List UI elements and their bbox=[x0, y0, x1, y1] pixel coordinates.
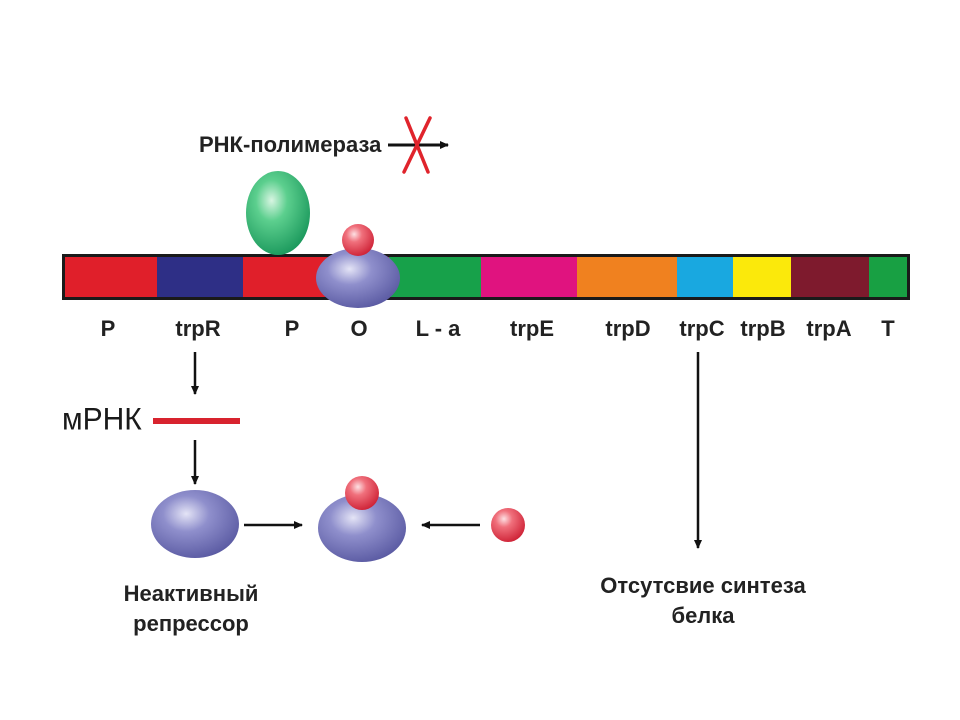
segment-trpB bbox=[733, 257, 791, 297]
segment-promoter-2 bbox=[243, 257, 319, 297]
segment-trpA bbox=[791, 257, 869, 297]
no-protein-label-line2: белка bbox=[671, 603, 735, 628]
gene-label-trpD: trpD bbox=[605, 316, 651, 341]
gene-label-trpR: trpR bbox=[175, 316, 221, 341]
no-protein-label-line1: Отсутсвие синтеза bbox=[600, 573, 806, 598]
segment-trpC bbox=[677, 257, 733, 297]
segment-trpD bbox=[577, 257, 677, 297]
segment-trpE bbox=[481, 257, 577, 297]
segment-terminator bbox=[869, 257, 907, 297]
bound-repressor-shape bbox=[316, 248, 400, 308]
rna-polymerase-label: РНК-полимераза bbox=[199, 132, 382, 157]
block-cross-icon bbox=[402, 116, 432, 174]
free-tryptophan-shape bbox=[491, 508, 525, 542]
mrna-label: мРНК bbox=[62, 402, 142, 437]
gene-label-leader: L - a bbox=[415, 316, 461, 341]
inactive-repressor-shape bbox=[151, 490, 239, 558]
segment-trpR bbox=[157, 257, 243, 297]
rna-polymerase-shape bbox=[246, 171, 310, 255]
inactive-repressor-label-line1: Неактивный bbox=[123, 581, 259, 606]
bound-tryptophan-shape bbox=[342, 224, 374, 256]
gene-label-promoter-1: P bbox=[100, 316, 116, 341]
gene-label-trpB: trpB bbox=[740, 316, 786, 341]
complex-tryptophan-shape bbox=[345, 476, 379, 510]
segment-promoter-1 bbox=[65, 257, 157, 297]
gene-label-operator: O bbox=[350, 316, 368, 341]
gene-label-promoter-2: P bbox=[284, 316, 300, 341]
gene-label-trpC: trpC bbox=[679, 316, 725, 341]
inactive-repressor-label-line2: репрессор bbox=[133, 611, 249, 636]
segment-leader bbox=[389, 257, 481, 297]
gene-label-terminator: T bbox=[881, 316, 895, 341]
active-repressor-shape bbox=[318, 494, 406, 562]
gene-label-trpE: trpE bbox=[510, 316, 554, 341]
gene-label-trpA: trpA bbox=[806, 316, 852, 341]
